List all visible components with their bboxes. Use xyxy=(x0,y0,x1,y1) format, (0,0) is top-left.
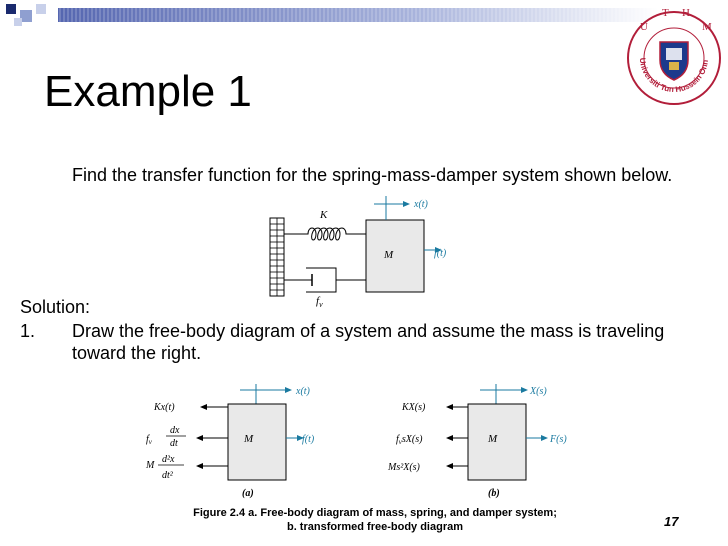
step-text: Draw the free-body diagram of a system a… xyxy=(72,321,665,363)
figure-caption: Figure 2.4 a. Free-body diagram of mass,… xyxy=(160,506,590,534)
question-text: Find the transfer function for the sprin… xyxy=(72,165,673,185)
damper-label: fv xyxy=(316,295,323,309)
damper-denominator: dt xyxy=(170,438,178,449)
sub-figure-label: (a) xyxy=(242,488,254,499)
spring-force-label: KX(s) xyxy=(401,402,426,413)
x-label: x(t) xyxy=(295,386,311,397)
f-label: f(t) xyxy=(434,248,447,259)
uthm-logo: U T H M Universiti Tun Hussein Onn Malay… xyxy=(620,2,721,105)
logo-letter: M xyxy=(702,21,712,33)
spring-force-label: Kx(t) xyxy=(153,402,175,413)
caption-line: b. transformed free-body diagram xyxy=(286,521,464,533)
solution-label: Solution: xyxy=(20,297,91,317)
mass-label: M xyxy=(383,249,394,261)
inertial-numerator: d²x xyxy=(162,454,175,465)
inertial-force-label: Ms²X(s) xyxy=(387,462,421,473)
inertial-force-coef: M xyxy=(145,460,155,471)
sub-figure-label: (b) xyxy=(488,488,500,499)
mass-label: M xyxy=(243,433,254,445)
top-decorative-bar xyxy=(6,4,658,26)
logo-letter: H xyxy=(682,7,690,19)
spring-mass-damper-diagram: K fv M x(t) f(t) xyxy=(269,196,447,309)
damper-numerator: dx xyxy=(170,425,180,436)
free-body-diagram-b: X(s) M KX(s) fvsX(s) Ms²X(s) F(s) (b) xyxy=(387,384,567,499)
mass-label: M xyxy=(487,433,498,445)
x-label: X(s) xyxy=(529,386,547,397)
logo-letter: T xyxy=(662,7,669,19)
spring-label: K xyxy=(319,209,328,221)
logo-letter: U xyxy=(640,21,648,33)
step-number: 1. xyxy=(20,321,36,341)
f-label: F(s) xyxy=(549,434,567,445)
damper-force-label: fvsX(s) xyxy=(396,434,423,446)
free-body-diagram-a: x(t) M Kx(t) fv dx dt M d²x dt² f(t) (a) xyxy=(145,384,315,499)
page-number: 17 xyxy=(664,514,679,529)
x-label: x(t) xyxy=(413,199,429,210)
inertial-denominator: dt² xyxy=(162,470,174,481)
damper-force-label: fv xyxy=(146,434,153,446)
slide-title: Example 1 xyxy=(44,67,252,116)
caption-line: Figure 2.4 a. Free-body diagram of mass,… xyxy=(193,507,557,519)
f-label: f(t) xyxy=(302,434,315,445)
